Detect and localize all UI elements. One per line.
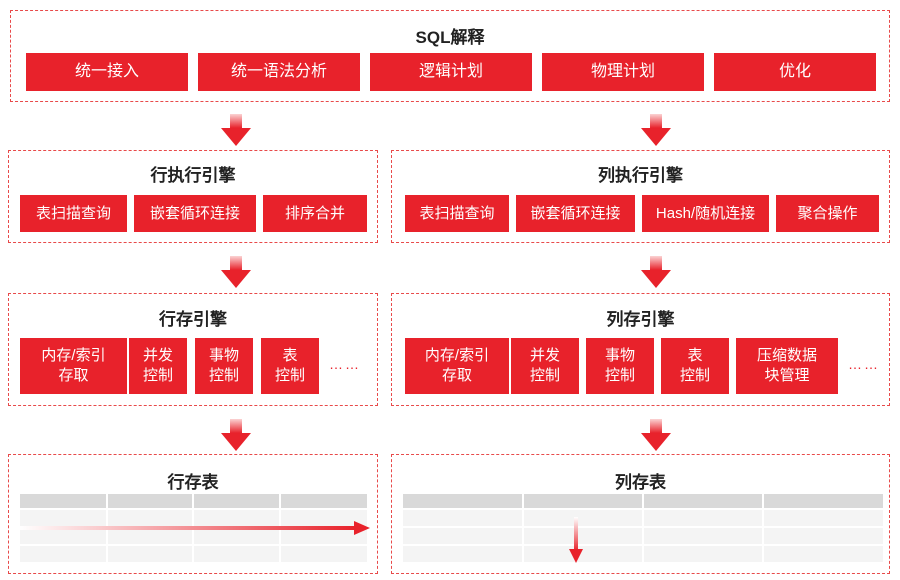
row-store-more: …… (329, 356, 361, 372)
row-exec-table-scan: 表扫描查询 (20, 195, 127, 232)
row-store-memory-index: 内存/索引 存取 (20, 338, 127, 394)
down-arrow-icon (641, 114, 671, 146)
col-table-grid (403, 494, 883, 562)
down-arrow-icon (221, 419, 251, 451)
col-store-title: 列存引擎 (606, 310, 675, 329)
down-arrow-icon (641, 256, 671, 288)
row-exec-title: 行执行引擎 (150, 166, 236, 185)
col-store-compressed-block: 压缩数据 块管理 (736, 338, 838, 394)
col-exec-aggregation: 聚合操作 (776, 195, 879, 232)
sql-step-logical-plan: 逻辑计划 (370, 53, 532, 91)
sql-step-physical-plan: 物理计划 (542, 53, 704, 91)
row-table-grid (20, 494, 367, 562)
col-exec-nested-loop-join: 嵌套循环连接 (516, 195, 635, 232)
col-store-concurrency: 并发 控制 (511, 338, 579, 394)
row-exec-sort-merge: 排序合并 (263, 195, 367, 232)
row-store-table-control: 表 控制 (261, 338, 319, 394)
col-exec-table-scan: 表扫描查询 (405, 195, 509, 232)
row-store-panel: 行存引擎 内存/索引 存取 并发 控制 事物 控制 表 控制 …… (8, 293, 378, 406)
sql-step-optimize: 优化 (714, 53, 876, 91)
row-exec-panel: 行执行引擎 表扫描查询 嵌套循环连接 排序合并 (8, 150, 378, 243)
col-store-memory-index: 内存/索引 存取 (405, 338, 509, 394)
col-exec-hash-join: Hash/随机连接 (642, 195, 769, 232)
row-store-concurrency: 并发 控制 (129, 338, 187, 394)
col-store-more: …… (848, 356, 880, 372)
col-store-table-control: 表 控制 (661, 338, 729, 394)
col-exec-panel: 列执行引擎 表扫描查询 嵌套循环连接 Hash/随机连接 聚合操作 (391, 150, 890, 243)
row-direction-arrow-icon (20, 521, 370, 535)
col-table-title: 列存表 (615, 473, 666, 492)
col-direction-arrow-icon (569, 517, 583, 563)
col-exec-title: 列执行引擎 (598, 166, 683, 185)
down-arrow-icon (221, 256, 251, 288)
col-store-panel: 列存引擎 内存/索引 存取 并发 控制 事物 控制 表 控制 压缩数据 块管理 … (391, 293, 890, 406)
row-exec-nested-loop-join: 嵌套循环连接 (134, 195, 256, 232)
sql-panel: SQL解释 统一接入 统一语法分析 逻辑计划 物理计划 优化 (10, 10, 890, 102)
row-table-panel: 行存表 (8, 454, 378, 574)
down-arrow-icon (641, 419, 671, 451)
col-store-transaction: 事物 控制 (586, 338, 654, 394)
sql-step-unified-access: 统一接入 (26, 53, 188, 91)
sql-title: SQL解释 (415, 28, 485, 47)
row-table-title: 行存表 (167, 473, 219, 492)
col-table-panel: 列存表 (391, 454, 890, 574)
row-store-title: 行存引擎 (159, 310, 227, 329)
row-store-transaction: 事物 控制 (195, 338, 253, 394)
down-arrow-icon (221, 114, 251, 146)
sql-step-syntax-analysis: 统一语法分析 (198, 53, 360, 91)
